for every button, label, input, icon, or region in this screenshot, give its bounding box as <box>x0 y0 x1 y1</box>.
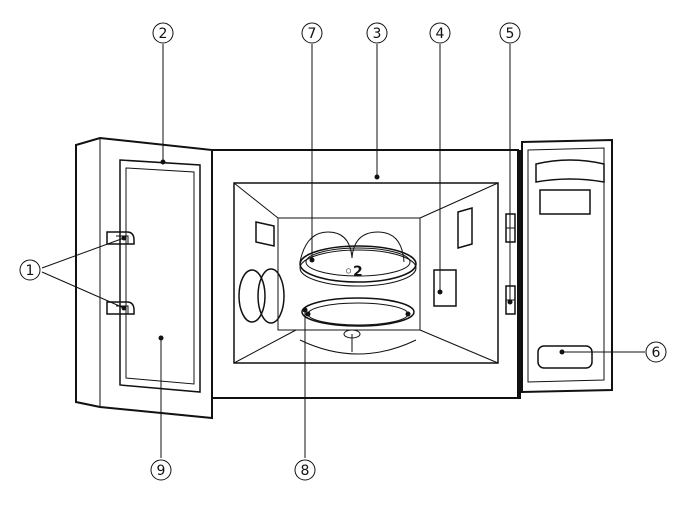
callout-8: 8 <box>294 459 316 481</box>
svg-text:1: 1 <box>26 263 35 279</box>
leader-lines <box>41 44 645 458</box>
control-panel <box>505 138 613 399</box>
waveguide-cover <box>433 269 457 307</box>
svg-text:6: 6 <box>652 345 661 361</box>
svg-text:2: 2 <box>159 26 168 42</box>
side-vents <box>238 207 473 324</box>
door <box>75 136 213 420</box>
callout-7: 7 <box>301 22 323 44</box>
callout-6: 6 <box>645 341 667 363</box>
callout-dots <box>121 159 565 355</box>
svg-text:8: 8 <box>301 463 310 479</box>
svg-text:3: 3 <box>373 26 382 42</box>
callout-9: 9 <box>150 459 172 481</box>
callout-2: 2 <box>152 22 174 44</box>
callout-labels: 1 2 3 4 5 6 7 8 <box>19 22 667 481</box>
oven-cavity: ◦2 <box>212 149 519 399</box>
door-window-frame <box>119 159 201 393</box>
callout-4: 4 <box>429 22 451 44</box>
roller-ring <box>301 297 415 327</box>
callout-1: 1 <box>19 259 41 281</box>
svg-text:5: 5 <box>506 26 515 42</box>
coupler <box>299 329 417 355</box>
cavity-inner-walls <box>233 182 499 364</box>
svg-text:4: 4 <box>436 26 445 42</box>
svg-text:7: 7 <box>308 26 317 42</box>
svg-text:9: 9 <box>157 463 166 479</box>
callout-3: 3 <box>366 22 388 44</box>
callout-5: 5 <box>499 22 521 44</box>
svg-text:◦2: ◦2 <box>344 264 363 280</box>
stirrer-cover-shapes <box>299 231 405 263</box>
turntable: ◦2 <box>299 245 417 287</box>
